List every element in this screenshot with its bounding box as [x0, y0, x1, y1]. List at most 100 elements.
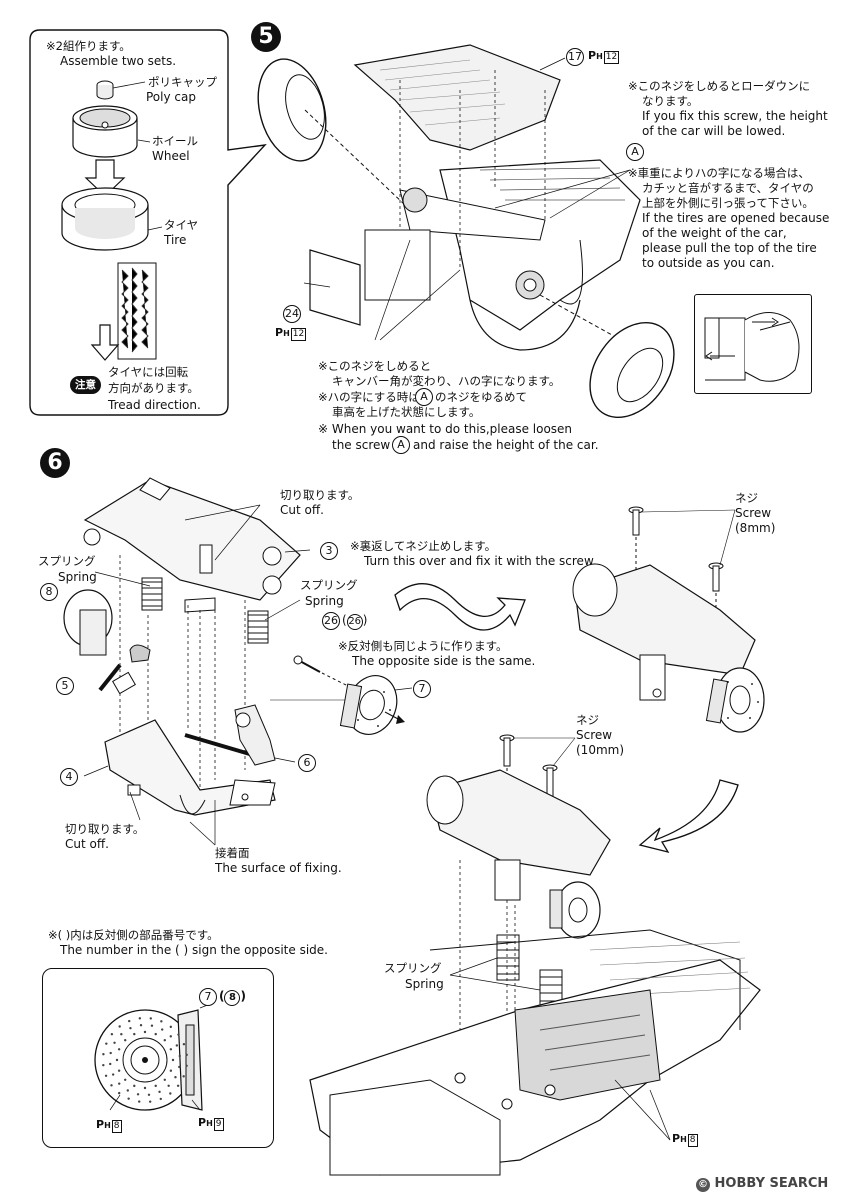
hobby-search-watermark: © HOBBY SEARCH [696, 1176, 829, 1192]
poly-cap-label-jp: ポリキャップ [148, 75, 217, 89]
screw-10mm-label-en: Screw [576, 728, 613, 742]
disc-hole [169, 1092, 172, 1095]
disc-hole [154, 1032, 157, 1036]
disc-hole [169, 1069, 173, 1072]
disc-hole [148, 1100, 152, 1103]
assemble-note-en: Assemble two sets. [60, 54, 177, 68]
spring-label-left-jp: スプリング [38, 554, 96, 568]
weight-note-en-3: please pull the top of the tire [642, 241, 817, 255]
cutoff2-note-jp: 切り取ります。 [65, 822, 145, 836]
screw-10mm-size: (10mm) [576, 743, 625, 757]
camber-note-en-1: ※ When you want to do this,please loosen [318, 422, 573, 436]
disc-hole [105, 1042, 108, 1045]
disc-hole [113, 1041, 116, 1044]
tread-note-en: Tread direction. [108, 398, 201, 412]
paren-note-jp: ※( )内は反対側の部品番号です。 [48, 928, 219, 942]
step-6-number: 6 [40, 448, 70, 478]
copyright-icon: © [696, 1178, 710, 1192]
camber-note-jp-3a: ※ハの字にする時は [318, 390, 420, 404]
disc-hole [182, 1043, 186, 1046]
disc-hole [161, 1028, 164, 1031]
disc-hole [143, 1086, 147, 1090]
part-3-label: 3 [320, 542, 338, 560]
spring-label-left-en: Spring [58, 570, 97, 584]
weight-note-jp-3: 上部を外側に引っ張って下さい。 [642, 196, 814, 210]
camber-note-jp-1: ※このネジをしめると [318, 359, 432, 373]
tire-label-jp: タイヤ [164, 218, 199, 232]
disc-hole [175, 1044, 179, 1047]
weight-note-en-4: to outside as you can. [642, 256, 775, 270]
weight-note-en-2: of the weight of the car, [642, 226, 787, 240]
disc-hole [139, 1024, 143, 1027]
paren-note-en: The number in the ( ) sign the opposite … [60, 943, 328, 957]
disc-hole [163, 1078, 166, 1081]
camber-note-jp-2: キャンバー角が変わり、ハの字になります。 [332, 374, 561, 388]
disc-hole [149, 1017, 152, 1020]
disc-hole [171, 1058, 175, 1062]
tire-label-en: Tire [164, 233, 187, 247]
part-26-opposite-label: (26) [342, 612, 367, 630]
weight-note-jp-2: カチッと音がするまで、タイヤの [642, 181, 814, 195]
cutoff-note-en: Cut off. [280, 503, 324, 517]
disc-hole [178, 1054, 181, 1058]
disc-hole [124, 1078, 127, 1081]
screw-a-inline-2: A [392, 436, 410, 454]
spring2-label-jp: スプリング [384, 961, 442, 975]
disc-hole [143, 1030, 147, 1034]
camber-note-en-2a: the screw [332, 438, 391, 452]
disc-hole [117, 1091, 121, 1095]
disc-hole [160, 1020, 163, 1023]
inset-part-7-label: 7 [199, 988, 217, 1006]
reverse-note-en: Turn this over and fix it with the screw… [364, 554, 597, 568]
disc-hole [129, 1026, 132, 1030]
disc-hole [117, 1048, 121, 1051]
surface-note-jp: 接着面 [215, 846, 250, 860]
disc-hole [150, 1024, 154, 1027]
disc-hole [126, 1089, 129, 1092]
disc-hole [117, 1069, 121, 1072]
step-5-number: 5 [251, 22, 281, 52]
disc-hole [110, 1084, 113, 1087]
disc-hole [158, 1090, 161, 1094]
part-8-label: 8 [40, 583, 58, 601]
part-4-label: 4 [60, 768, 78, 786]
tread-note-jp-1: タイヤには回転 [108, 365, 189, 379]
lowdown-note-jp-1: ※このネジをしめるとローダウンに [628, 79, 811, 93]
disc-hole [102, 1063, 105, 1067]
camber-note-jp-4: 車高を上げた状態にします。 [332, 405, 481, 419]
surface-note-en: The surface of fixing. [215, 861, 342, 875]
disc-hole [176, 1084, 180, 1088]
part-6-label: 6 [298, 754, 316, 772]
disc-hole [185, 1064, 188, 1067]
disc-hole [167, 1084, 170, 1087]
disc-hole [118, 1082, 121, 1085]
caution-badge: 注意 [70, 376, 101, 394]
disc-hole [154, 1084, 157, 1088]
part-24-label: 24 [283, 305, 301, 323]
disc-hole [111, 1073, 115, 1076]
disc-hole [159, 1097, 162, 1101]
disc-hole [138, 1017, 142, 1020]
part-7-label: 7 [413, 680, 431, 698]
cutoff2-note-en: Cut off. [65, 837, 109, 851]
inset-part-8-label: (8) [219, 988, 246, 1006]
disc-hole [169, 1025, 173, 1029]
disc-hole [110, 1032, 114, 1036]
part-5-label: 5 [56, 677, 74, 695]
lowdown-note-en-2: of the car will be lowed. [642, 124, 786, 138]
disc-hole [128, 1019, 131, 1023]
screw-a-inline-1: A [415, 388, 433, 406]
disc-hole [182, 1075, 185, 1078]
disc-hole [127, 1097, 130, 1100]
spring2-label-en: Spring [405, 977, 444, 991]
disc-hole [124, 1039, 127, 1042]
